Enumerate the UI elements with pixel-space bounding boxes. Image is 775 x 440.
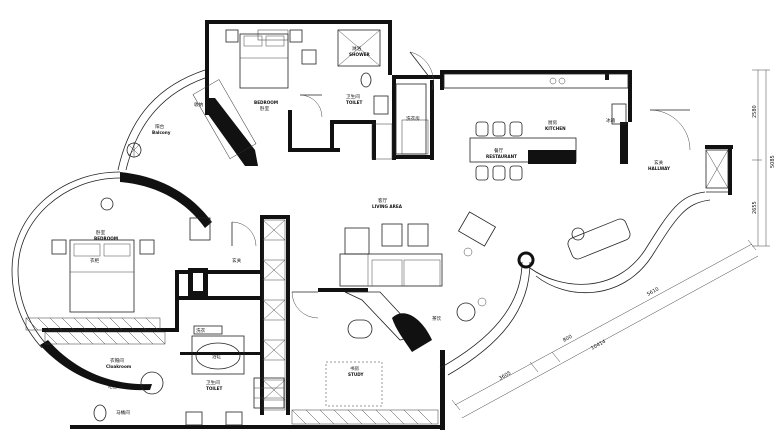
fridge-label: 冰箱 bbox=[606, 117, 616, 124]
bath-label: 浴缸 bbox=[212, 353, 222, 360]
curved-walls bbox=[11, 69, 730, 395]
dimension-lines bbox=[451, 69, 770, 419]
toilet-top-label-cn: 卫生间 bbox=[346, 93, 360, 100]
hallway-label-en: HALLWAY bbox=[648, 166, 671, 171]
toilet-bottom-label-en: TOILET bbox=[206, 386, 223, 391]
kitchen-label-en: KITCHEN bbox=[545, 126, 566, 131]
cabinet-label: 收纳 bbox=[194, 101, 204, 108]
dim-diag-a: 3605 bbox=[498, 370, 512, 381]
closet-b-label: 玄关 bbox=[232, 257, 242, 264]
toilet-top-label-en: TOILET bbox=[346, 100, 363, 105]
bedroom-top-label-cn: 卧室 bbox=[260, 105, 270, 112]
bedroom-top-label-en: BEDROOM bbox=[254, 100, 278, 105]
kitchen-label-cn: 厨房 bbox=[548, 119, 558, 126]
dim-right-top: 2580 bbox=[752, 105, 758, 118]
closet-a-label: 衣柜 bbox=[90, 257, 100, 264]
restaurant-label-cn: 餐厅 bbox=[494, 147, 504, 154]
study-label-en: STUDY bbox=[348, 372, 364, 377]
restaurant-label-en: RESTAURANT bbox=[486, 154, 517, 159]
bedroom-left-label-en: BEDROOM bbox=[94, 236, 118, 241]
dim-right-total: 5085 bbox=[770, 155, 775, 168]
walls bbox=[42, 20, 733, 430]
washer-label: 洗衣 bbox=[196, 327, 206, 334]
living-label-cn: 客厅 bbox=[378, 197, 388, 204]
toilet-bottom-label-cn: 卫生间 bbox=[206, 379, 220, 386]
study-label-cn: 书房 bbox=[350, 365, 360, 372]
doors bbox=[231, 51, 691, 319]
laundry-label: 洗衣房 bbox=[406, 115, 420, 122]
dim-diag-b: 800 bbox=[562, 334, 573, 344]
bedroom-left-label-cn: 卧室 bbox=[96, 229, 106, 236]
cabinets bbox=[25, 29, 439, 425]
dim-right-bottom: 2655 bbox=[752, 201, 758, 214]
living-label-en: LIVING AREA bbox=[372, 204, 403, 209]
shower-label-en: SHOWER bbox=[349, 52, 371, 57]
balcony-label-en: Balcony bbox=[152, 130, 171, 135]
small-labels: 洗衣房 衣柜 玄关 洗衣 浴缸 茶饮 冰箱 马桶间 吧台 收纳 bbox=[90, 101, 616, 416]
cloakroom-label-cn: 衣帽间 bbox=[110, 357, 124, 364]
dim-diag-c: 5610 bbox=[646, 286, 660, 297]
water-closet-label: 马桶间 bbox=[116, 409, 130, 416]
bar-label: 吧台 bbox=[108, 383, 118, 390]
furniture bbox=[51, 29, 729, 426]
dimension-labels: 2580 5085 2655 3605 800 5610 10414 bbox=[498, 105, 775, 381]
cloakroom-label-en: Cloakroom bbox=[106, 364, 132, 369]
shower-label-cn: 淋浴 bbox=[352, 45, 362, 52]
lounge-label: 茶饮 bbox=[432, 315, 442, 322]
hallway-label-cn: 玄关 bbox=[654, 159, 664, 166]
room-labels: BEDROOM 卧室 淋浴 SHOWER 卫生间 TOILET 阳台 Balco… bbox=[94, 45, 671, 391]
balcony-label-cn: 阳台 bbox=[155, 123, 165, 130]
dim-diag-total: 10414 bbox=[590, 339, 607, 352]
